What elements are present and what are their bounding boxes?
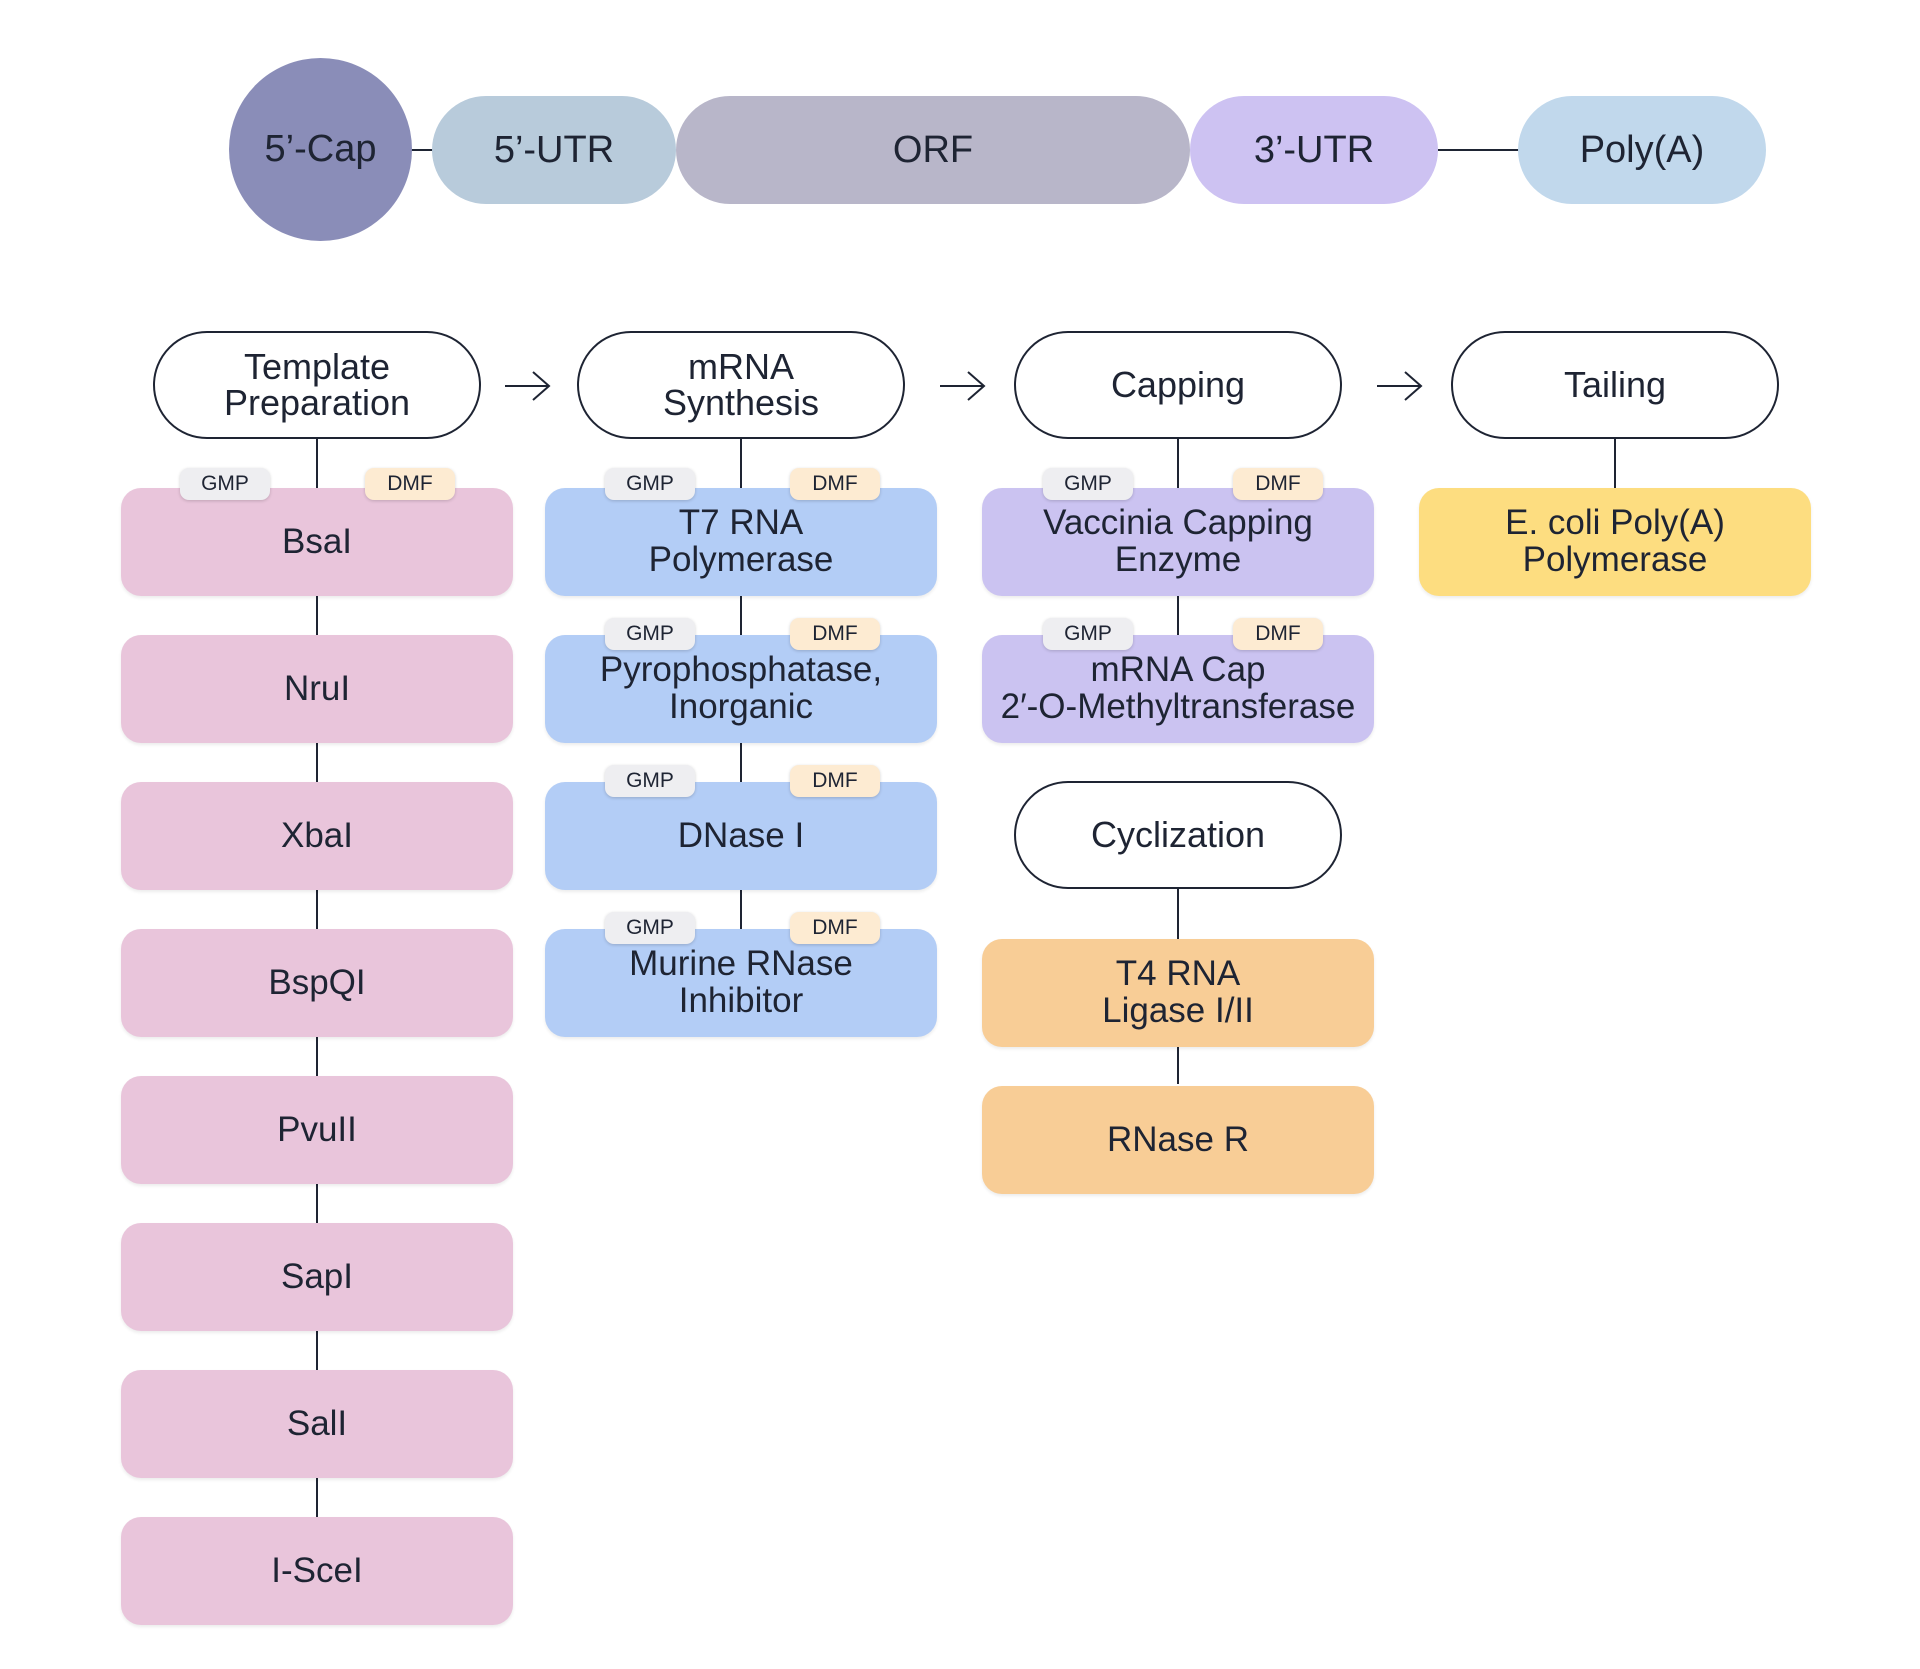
arrow-right-icon: [505, 371, 551, 401]
stage-template-preparation: Template Preparation: [153, 331, 481, 439]
gmp-badge: GMP: [605, 468, 695, 500]
dmf-badge: DMF: [790, 618, 880, 650]
dmf-badge: DMF: [790, 765, 880, 797]
enzyme-i-scei: I-SceI: [121, 1517, 513, 1625]
enzyme-xbai: XbaI: [121, 782, 513, 890]
arrow-right-icon: [940, 371, 986, 401]
five-cap-label: 5’-Cap: [264, 128, 377, 170]
enzyme-mrna-cap-methyltransferase: mRNA Cap 2′-O-Methyltransferase: [982, 635, 1374, 743]
stage-mrna-synthesis: mRNA Synthesis: [577, 331, 905, 439]
five-utr-segment: 5’-UTR: [432, 96, 676, 204]
dmf-badge: DMF: [1233, 468, 1323, 500]
gmp-badge: GMP: [605, 912, 695, 944]
enzyme-sapi: SapI: [121, 1223, 513, 1331]
orf-label: ORF: [892, 128, 974, 171]
dmf-badge: DMF: [790, 468, 880, 500]
enzyme-nrui: NruI: [121, 635, 513, 743]
enzyme-t4-rna-ligase: T4 RNA Ligase I/II: [982, 939, 1374, 1047]
dmf-badge: DMF: [365, 468, 455, 500]
orf-segment: ORF: [676, 96, 1190, 204]
enzyme-e-coli-poly-a-polymerase: E. coli Poly(A) Polymerase: [1419, 488, 1811, 596]
enzyme-sali: SalI: [121, 1370, 513, 1478]
enzyme-rnase-r: RNase R: [982, 1086, 1374, 1194]
gmp-badge: GMP: [1043, 468, 1133, 500]
gmp-badge: GMP: [180, 468, 270, 500]
three-utr-label: 3’-UTR: [1253, 128, 1375, 171]
enzyme-bspqi: BspQI: [121, 929, 513, 1037]
enzyme-bsai: BsaI: [121, 488, 513, 596]
gmp-badge: GMP: [1043, 618, 1133, 650]
stage-capping: Capping: [1014, 331, 1342, 439]
stage-cyclization: Cyclization: [1014, 781, 1342, 889]
stage-tailing: Tailing: [1451, 331, 1779, 439]
enzyme-vaccinia-capping-enzyme: Vaccinia Capping Enzyme: [982, 488, 1374, 596]
poly-a-label: Poly(A): [1579, 128, 1705, 171]
dmf-badge: DMF: [790, 912, 880, 944]
gmp-badge: GMP: [605, 618, 695, 650]
enzyme-murine-rnase-inhibitor: Murine RNase Inhibitor: [545, 929, 937, 1037]
three-utr-segment: 3’-UTR: [1190, 96, 1438, 204]
enzyme-pvuii: PvuII: [121, 1076, 513, 1184]
five-cap-segment: 5’-Cap: [229, 58, 412, 241]
arrow-right-icon: [1377, 371, 1423, 401]
gmp-badge: GMP: [605, 765, 695, 797]
enzyme-dnase-i: DNase I: [545, 782, 937, 890]
enzyme-pyrophosphatase-inorganic: Pyrophosphatase, Inorganic: [545, 635, 937, 743]
enzyme-t7-rna-polymerase: T7 RNA Polymerase: [545, 488, 937, 596]
dmf-badge: DMF: [1233, 618, 1323, 650]
poly-a-segment: Poly(A): [1518, 96, 1766, 204]
five-utr-label: 5’-UTR: [493, 128, 615, 171]
